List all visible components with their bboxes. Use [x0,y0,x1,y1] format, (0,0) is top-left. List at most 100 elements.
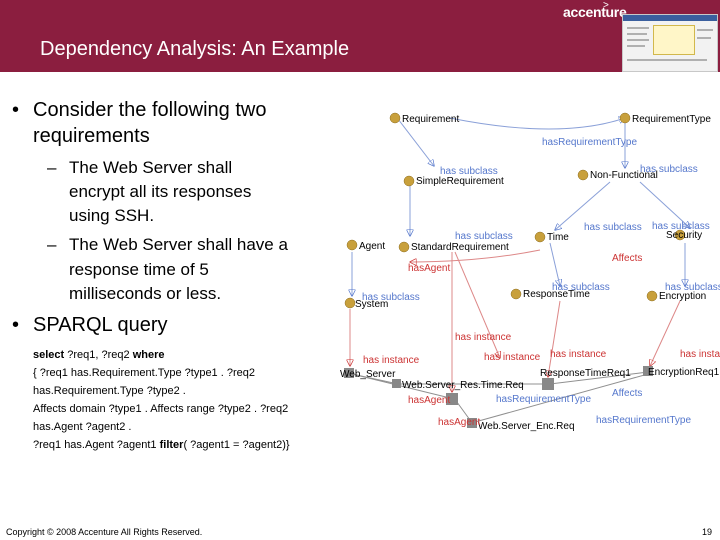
sub-bullet-1-line-2: encrypt all its responses [69,182,252,201]
query-line-2: { ?req1 has.Requirement.Type ?type1 . ?r… [33,367,255,379]
node-encryption: Encryption [659,291,706,302]
thumbnail-titlebar [623,15,717,21]
sub-bullet-1-line-3: using SSH. [69,206,155,225]
sub-bullet-2-line-3: milliseconds or less. [69,284,222,303]
label-has-agent-3: hasAgent [438,417,480,428]
edge-time-responsetime [549,242,560,286]
sub-bullet-2-line-2: response time of 5 [69,260,209,279]
screenshot-thumbnail [622,14,718,72]
thumbnail-line [627,59,707,61]
label-has-subclass-4: has subclass [584,222,642,233]
query-keyword-filter: filter [159,439,184,451]
node-time: Time [547,232,569,243]
node-security: Security [666,230,702,241]
node-dot-requirement [389,112,401,124]
node-markers [344,112,686,309]
query-line-6-end: ( ?agent1 = ?agent2)} [183,439,290,451]
label-has-instance-1: has instance [455,332,512,343]
sub-bullet-marker: – [47,235,57,254]
thumbnail-line [627,33,647,35]
edge-has-requirement-type [449,118,625,130]
label-has-subclass-7: has subclass [552,282,610,293]
query-line-6: ?req1 has.Agent ?agent1 filter( ?agent1 … [33,436,343,454]
node-requirement-type: RequirementType [632,114,711,125]
instance-box-web-res-time [392,379,401,388]
thumbnail-line [627,39,649,41]
slide-title: Dependency Analysis: An Example [40,38,350,60]
instance-edges [350,249,681,392]
query-line-5: has.Agent ?agent2 . [33,421,132,433]
label-affects-2: Affects [612,388,642,399]
label-has-agent: hasAgent [408,263,450,274]
node-dot-standard-requirement [398,241,410,253]
thumbnail-line [627,45,645,47]
label-has-subclass-6: has subclass [362,292,420,303]
label-has-instance-2: has instance [363,355,420,366]
label-has-instance-4: has instance [550,349,607,360]
node-standard-requirement: StandardRequirement [411,242,509,253]
label-has-subclass-5: has subclass [652,221,710,232]
label-has-subclass-3: has subclass [455,231,513,242]
sub-bullet-1-line-1: The Web Server shall [69,158,233,177]
label-has-requirement-type: hasRequirementType [542,137,637,148]
node-agent: Agent [359,241,385,252]
node-dot-simple-requirement [403,175,415,187]
label-has-req-type-3: hasRequirementType [596,415,691,426]
instance-box-web-enc-req-2 [467,418,477,428]
node-system: System [355,299,388,310]
node-simple-requirement: SimpleRequirement [416,176,504,187]
sub-bullet-2-line-1: The Web Server shall have a [69,235,288,254]
accenture-logo-mark: > [603,0,609,11]
node-non-functional: Non-Functional [590,170,658,181]
label-has-instance-3: has instance [484,352,541,363]
instance-box-web-server [344,368,354,378]
node-requirement: Requirement [402,114,459,125]
query-line-3: has.Requirement.Type ?type2 . [33,385,186,397]
subclass-edges [352,118,690,296]
edge-has-agent [410,249,541,262]
accenture-logo: accenture [563,4,627,20]
thumbnail-line [697,37,711,39]
query-line-6-start: ?req1 has.Agent ?agent1 [33,439,160,451]
node-response-time: ResponseTime [523,289,590,300]
ontology-diagram: Requirement RequirementType SimpleRequir… [340,112,720,432]
bullet-1-line-1: Consider the following two [33,99,267,121]
node-dot-time [534,231,546,243]
edge-nonfunctional-time [555,181,611,230]
bullet-marker: • [12,314,20,336]
node-dot-agent [346,239,358,251]
page-number: 19 [702,527,713,537]
query-keyword-select: select [33,349,65,361]
instance-relations [351,371,649,423]
label-has-agent-2: hasAgent [408,395,450,406]
node-dot-encryption [646,290,658,302]
query-line-4: Affects domain ?type1 . Affects range ?t… [33,403,289,415]
node-web-server: Web_Server [340,369,396,380]
edge-req1-encreq1 [549,371,649,385]
instance-box-encryption-req1 [643,366,653,376]
query-keyword-where: where [132,349,165,361]
label-affects-1: Affects [612,253,642,264]
label-has-subclass-8: has subclass [665,282,720,293]
sparql-query: select ?req1, ?req2 where { ?req1 has.Re… [33,346,343,454]
bullet-marker: • [12,99,20,121]
edge-encryption-encreq1 [650,300,681,366]
label-has-subclass-2: has subclass [640,164,698,175]
node-response-time-req1: ResponseTimeReq1 [540,368,631,379]
edge-responsetime-req1 [548,300,561,377]
bullet-1-line-2: requirements [33,125,150,147]
edge-nonfunctional-security [639,181,690,228]
node-dot-requirement-type [619,112,631,124]
query-select-vars: ?req1, ?req2 [64,349,133,361]
edge-requirement-simple [397,118,434,166]
label-has-instance-5: has insta [680,349,720,360]
sub-bullet-marker: – [47,158,57,177]
query-line-1: select ?req1, ?req2 where [33,346,343,364]
thumbnail-panel [653,25,695,55]
slide-header: Dependency Analysis: An Example accentur… [0,0,720,72]
node-dot-system [344,297,356,309]
node-web-server-enc-req: Web.Server_Enc.Req [478,421,575,432]
edge-webserver-restime [351,373,399,385]
node-encryption-req1: EncryptionReq1 [648,367,720,378]
instance-box-web-enc-req [446,393,458,405]
